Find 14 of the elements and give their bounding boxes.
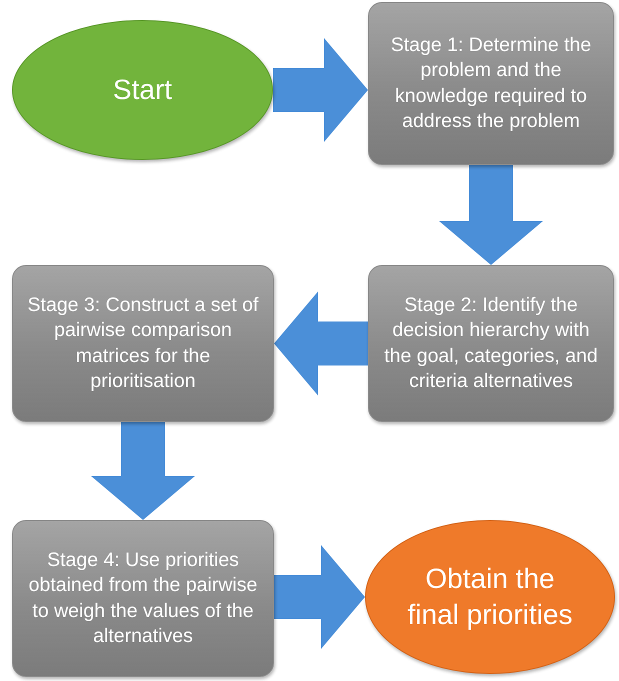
- node-label: Obtain the final priorities: [406, 562, 574, 632]
- node-label: Stage 2: Identify the decision hierarchy with the goal, categories, and criteria alternatives: [383, 292, 599, 394]
- block-arrow: [273, 38, 368, 142]
- block-arrow: [91, 422, 195, 520]
- node-label: Stage 1: Determine the problem and the knowledge required to address the problem: [390, 32, 592, 134]
- block-arrow: [274, 292, 368, 396]
- process-box: [368, 265, 614, 422]
- node-label: Stage 3: Construct a set of pairwise comparison matrices for the prioritisation: [26, 292, 260, 394]
- process-box: [12, 520, 274, 677]
- process-box: [368, 2, 614, 165]
- block-arrow: [439, 165, 543, 265]
- node-label: Stage 4: Use priorities obtained from the pairwise to weigh the values of the alternatives: [28, 548, 258, 649]
- process-box: [12, 265, 274, 422]
- node-label: Start: [112, 72, 172, 107]
